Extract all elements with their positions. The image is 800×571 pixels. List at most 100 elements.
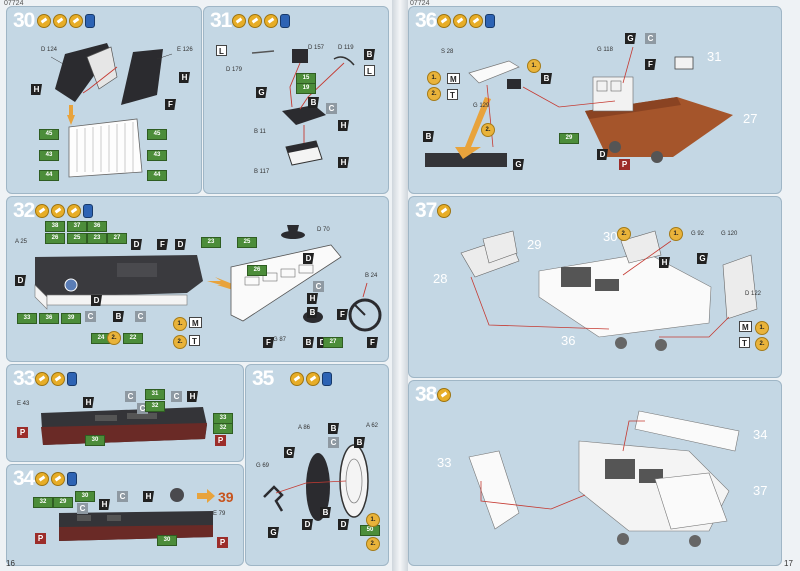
decal-tag: 33 (213, 413, 233, 424)
decal-tag: 27 (323, 337, 343, 348)
part-number: E 43 (17, 401, 30, 407)
step-35-drawing (263, 444, 369, 521)
color-label: H (187, 391, 198, 402)
brush-icon (264, 14, 278, 28)
paint-bottle-icon (83, 204, 93, 218)
step-order-cue: 2. (107, 331, 121, 345)
step-38-panel: 38 34 33 37 (408, 380, 782, 566)
brush-icon (35, 472, 49, 486)
color-label: H (31, 84, 42, 95)
color-label: H (307, 293, 318, 304)
step-order-cue: 1. (366, 513, 380, 527)
color-label: F (263, 337, 274, 348)
step-36-drawing (425, 46, 733, 167)
step-number: 36 (415, 9, 437, 32)
part-number: D 119 (338, 45, 354, 51)
color-label: F (337, 309, 348, 320)
color-label: C (328, 437, 339, 448)
step-31-drawing (251, 49, 355, 166)
step-number: 32 (13, 199, 35, 222)
step-34-panel: 34 E 79 39 C H C H P P 32 29 30 30 (6, 464, 244, 566)
step-32-drawing (34, 225, 382, 332)
paint-icons (290, 372, 332, 386)
subassembly-ref: 28 (433, 271, 448, 286)
paint-bottle-icon (85, 14, 95, 28)
part-number: D 70 (317, 227, 330, 233)
paint-icons (232, 14, 290, 28)
step-33-drawing (41, 407, 207, 445)
decal-tag: 32 (33, 497, 53, 508)
paint-icons (437, 204, 451, 218)
decal-tag: 32 (145, 401, 165, 412)
subassembly-ref: 30 (603, 229, 618, 244)
color-label: B (113, 311, 124, 322)
color-label: G (268, 527, 279, 538)
color-label: M (739, 321, 752, 332)
decal-tag: 45 (39, 129, 59, 140)
decal-tag: 22 (123, 333, 143, 344)
brush-icon (51, 372, 65, 386)
subassembly-ref: 27 (743, 111, 758, 126)
decal-tag: 45 (147, 129, 167, 140)
brush-icon (290, 372, 304, 386)
brush-icon (232, 14, 246, 28)
color-label: B (364, 49, 375, 60)
brush-icon (453, 14, 467, 28)
decal-tag: 29 (53, 497, 73, 508)
color-label: G (284, 447, 295, 458)
brush-icon (67, 204, 81, 218)
decal-tag: 19 (296, 83, 316, 94)
step-number: 33 (13, 367, 35, 390)
color-label: H (338, 120, 349, 131)
part-number: B 11 (254, 129, 266, 135)
paint-icons (437, 14, 495, 28)
step-order-cue: 1. (173, 317, 187, 331)
decal-tag: 27 (107, 233, 127, 244)
color-label: C (125, 391, 136, 402)
part-number: D 157 (308, 45, 325, 51)
part-number: G 92 (691, 231, 705, 237)
page-number-right: 17 (784, 559, 793, 568)
step-number: 35 (252, 367, 274, 390)
product-code-right: 07724 (410, 0, 430, 7)
page-spine (392, 0, 408, 571)
brush-icon (248, 14, 262, 28)
part-number: E 79 (213, 511, 226, 517)
color-label: C (117, 491, 128, 502)
part-number: D 124 (41, 47, 58, 53)
part-number: G 120 (721, 231, 738, 237)
step-order-cue: 2. (427, 87, 441, 101)
color-label: C (137, 403, 148, 414)
brush-icon (35, 372, 49, 386)
color-label: D (338, 519, 349, 530)
decal-tag: 25 (237, 237, 257, 248)
step-33-panel: 33 E 43 H C C H C P P 31 32 32 33 30 (6, 364, 244, 462)
color-label: C (326, 103, 337, 114)
step-number: 34 (13, 467, 35, 490)
paint-bottle-icon (322, 372, 332, 386)
paint-icons (35, 472, 77, 486)
step-order-cue: 1. (427, 71, 441, 85)
decal-tag: 33 (17, 313, 37, 324)
brush-icon (69, 14, 83, 28)
paint-bottle-icon (280, 14, 290, 28)
part-number: A 25 (15, 239, 28, 245)
step-order-cue: 2. (366, 537, 380, 551)
part-number: B 24 (365, 273, 378, 279)
color-label: F (165, 99, 176, 110)
color-label: B (423, 131, 434, 142)
brush-icon (35, 204, 49, 218)
color-label: C (77, 503, 88, 514)
brush-icon (53, 14, 67, 28)
part-number: G 118 (597, 47, 613, 53)
color-label: D (303, 253, 314, 264)
step-37-panel: 37 G 92 G 120 D 122 H G M T 2. 1. 1. 2. … (408, 196, 782, 378)
color-label: D (15, 275, 26, 286)
color-label: C (313, 281, 324, 292)
paint-icons (35, 204, 93, 218)
step-number: 30 (13, 9, 35, 32)
step-36-panel: 36 S 28 G 118 G 129 G C F M T B B G D P … (408, 6, 782, 194)
paint-bottle-icon (485, 14, 495, 28)
color-label: B (307, 307, 318, 318)
part-number: B 117 (254, 169, 270, 175)
